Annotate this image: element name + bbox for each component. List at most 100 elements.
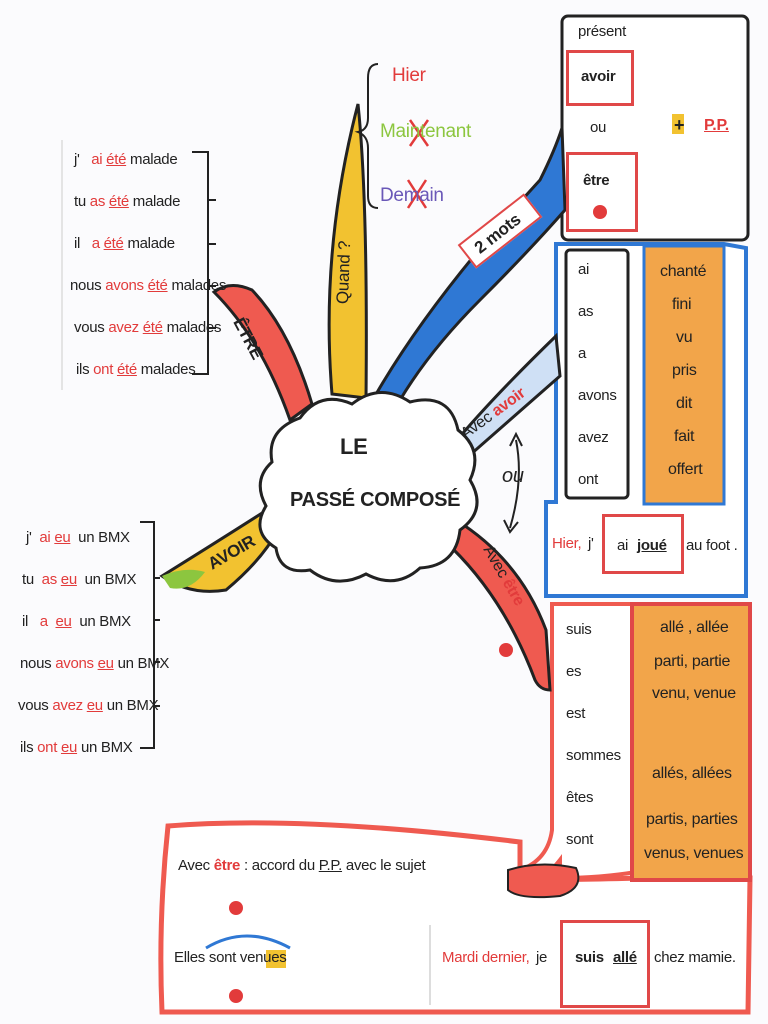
ou-arrow [509, 439, 520, 529]
formula-ou: ou [590, 119, 607, 136]
ou-arrow-head-bottom [503, 519, 519, 534]
conj-subject: ils [76, 361, 90, 378]
etre-aux-item: êtes [566, 789, 594, 806]
conj-subject: nous [20, 655, 52, 672]
branch-2mots [372, 127, 567, 402]
conj-rest: malades [166, 319, 222, 336]
quand-bracket [354, 63, 379, 209]
conj-aux: as [41, 571, 58, 588]
conj-aux: as [89, 193, 106, 210]
avoir-example-aux: ai [617, 537, 629, 554]
conj-subject: nous [70, 277, 102, 294]
conj-aux: ai [39, 529, 51, 546]
etre-conj-row: tu as été malade [74, 194, 180, 209]
rule-middle: : accord du [240, 857, 319, 874]
agreement-arc [205, 934, 291, 950]
conj-rest: malades [140, 361, 196, 378]
branch-quand [327, 103, 368, 400]
formula-plus: + [674, 115, 685, 135]
avoir-aux-item: as [578, 303, 594, 320]
formula-avoir: avoir [581, 68, 616, 85]
mardi-je: je [536, 949, 548, 966]
etre-aux-item: est [566, 705, 586, 722]
avoir-pp-item: pris [672, 362, 697, 379]
conj-rest: un BMX [106, 697, 159, 714]
demain-cross [406, 179, 428, 209]
avoir-aux-item: ont [578, 471, 598, 488]
title-line-2: PASSÉ COMPOSÉ [290, 489, 461, 511]
avoir-example-hier: Hier, [552, 535, 582, 552]
quand-hier: Hier [392, 65, 426, 86]
mardi-verb-box: suis allé [560, 920, 650, 1008]
avoir-example-verb-box: ai joué [602, 514, 684, 574]
etre-aux-item: sommes [566, 747, 621, 764]
etre-conj-row: nous avons été malades [70, 278, 226, 293]
avoir-conj-row: il a eu un BMX [22, 614, 131, 629]
quand-demain: Demain [380, 185, 444, 206]
avoir-example-pp: joué [637, 537, 667, 554]
avoir-aux-item: ai [578, 261, 590, 278]
conj-rest: un BMX [117, 655, 170, 672]
etre-pp-item: allés, allées [652, 765, 732, 782]
conj-subject: ils [20, 739, 34, 756]
branch-avoir-tip [162, 569, 205, 589]
avoir-aux-box [564, 248, 630, 500]
etre-conj-row: il a été malade [74, 236, 175, 251]
avoir-pp-box [642, 244, 726, 506]
formula-pp: P.P. [704, 117, 729, 134]
conj-pp: été [142, 319, 163, 336]
etre-aux-scroll-curl [507, 863, 580, 899]
etre-conj-row: j' ai été malade [74, 151, 178, 168]
conj-rest: malades [171, 277, 227, 294]
etre-aux-item: suis [566, 621, 592, 638]
elles-example: Elles sont venues [174, 949, 287, 966]
mardi-lead: Mardi dernier, [442, 949, 530, 966]
formula-etre: être [583, 172, 610, 189]
avoir-aux-item: a [578, 345, 587, 362]
conj-subject: tu [22, 571, 34, 588]
conj-pp: eu [97, 655, 114, 672]
elles-verb: sont venu [205, 949, 272, 966]
formula-etre-box: être [566, 152, 638, 232]
avoir-example-rest: au foot . [686, 537, 738, 554]
conj-pp: eu [60, 739, 78, 756]
conj-subject: vous [74, 319, 105, 336]
conj-pp: eu [54, 529, 71, 546]
elles-agreement: es [271, 949, 287, 966]
branch-avec-avoir [450, 332, 562, 465]
maintenant-cross [408, 119, 430, 147]
branch-label-quand: Quand ? [332, 240, 355, 305]
avec-etre-dot [499, 643, 513, 657]
avoir-pp-item: fini [672, 296, 692, 313]
avoir-pp-item: chanté [660, 263, 707, 280]
etre-pp-box [630, 602, 752, 882]
conj-rest: un BMX [84, 571, 137, 588]
conj-rest: malade [132, 193, 181, 210]
conj-subject: j' [74, 151, 80, 168]
title-line-1: LE [340, 434, 368, 459]
rule-etre: être [213, 857, 241, 874]
formula-present: présent [578, 23, 626, 40]
conj-pp: été [116, 361, 137, 378]
etre-pp-item: venu, venue [652, 685, 736, 702]
ou-connector-label: ou [502, 465, 524, 487]
avoir-pp-item: offert [668, 461, 703, 478]
avoir-conj-row: j' ai eu un BMX [26, 530, 130, 545]
avoir-conj-row: ils ont eu un BMX [20, 740, 133, 755]
mardi-pp: allé [613, 949, 637, 966]
etre-pp-item: partis, parties [646, 811, 738, 828]
ou-arrow-head-top [509, 431, 523, 447]
conj-aux: a [91, 235, 100, 252]
elles-dot-bottom [229, 989, 243, 1003]
plus-highlight [672, 114, 684, 134]
conj-subject: j' [26, 529, 32, 546]
quand-maintenant: Maintenant [380, 121, 472, 142]
avoir-conj-bracket [140, 521, 160, 749]
elles-dot-top [229, 901, 243, 915]
mardi-rest: chez mamie. [654, 949, 736, 966]
conj-aux: avons [55, 655, 94, 672]
elles-subject: Elles [174, 949, 206, 966]
etre-pp-item: parti, partie [654, 653, 731, 670]
conj-rest: un BMX [80, 739, 133, 756]
